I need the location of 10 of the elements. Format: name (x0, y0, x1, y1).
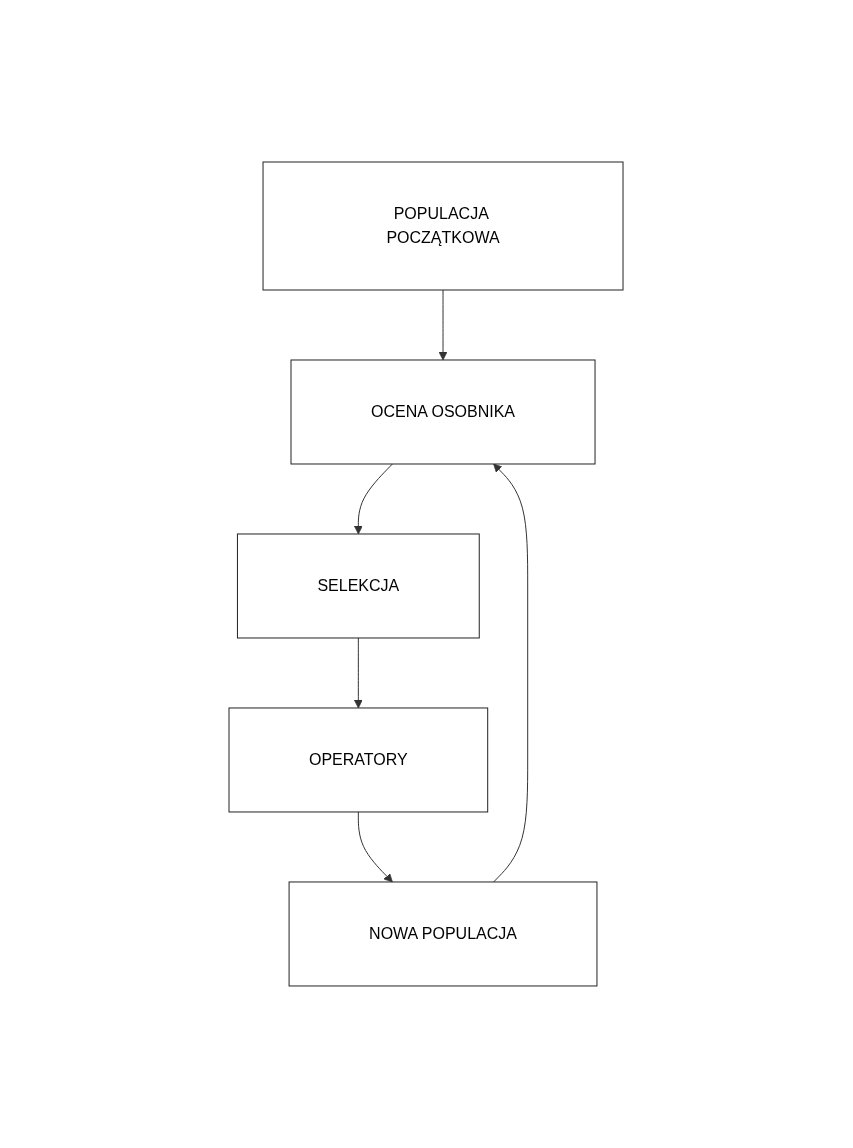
arrow (354, 463, 394, 535)
node-box: OPERATORY (229, 707, 489, 813)
arrow (358, 811, 394, 883)
node-box: OCENA OSOBNIKA (291, 359, 596, 465)
arrow (493, 463, 529, 883)
arrow (439, 289, 448, 361)
node-box: NOWA POPULACJA (289, 881, 598, 987)
node-box: SELEKCJA (237, 533, 481, 639)
node-box: POPULACJA POCZĄTKOWA (263, 161, 624, 291)
arrow (354, 637, 364, 709)
